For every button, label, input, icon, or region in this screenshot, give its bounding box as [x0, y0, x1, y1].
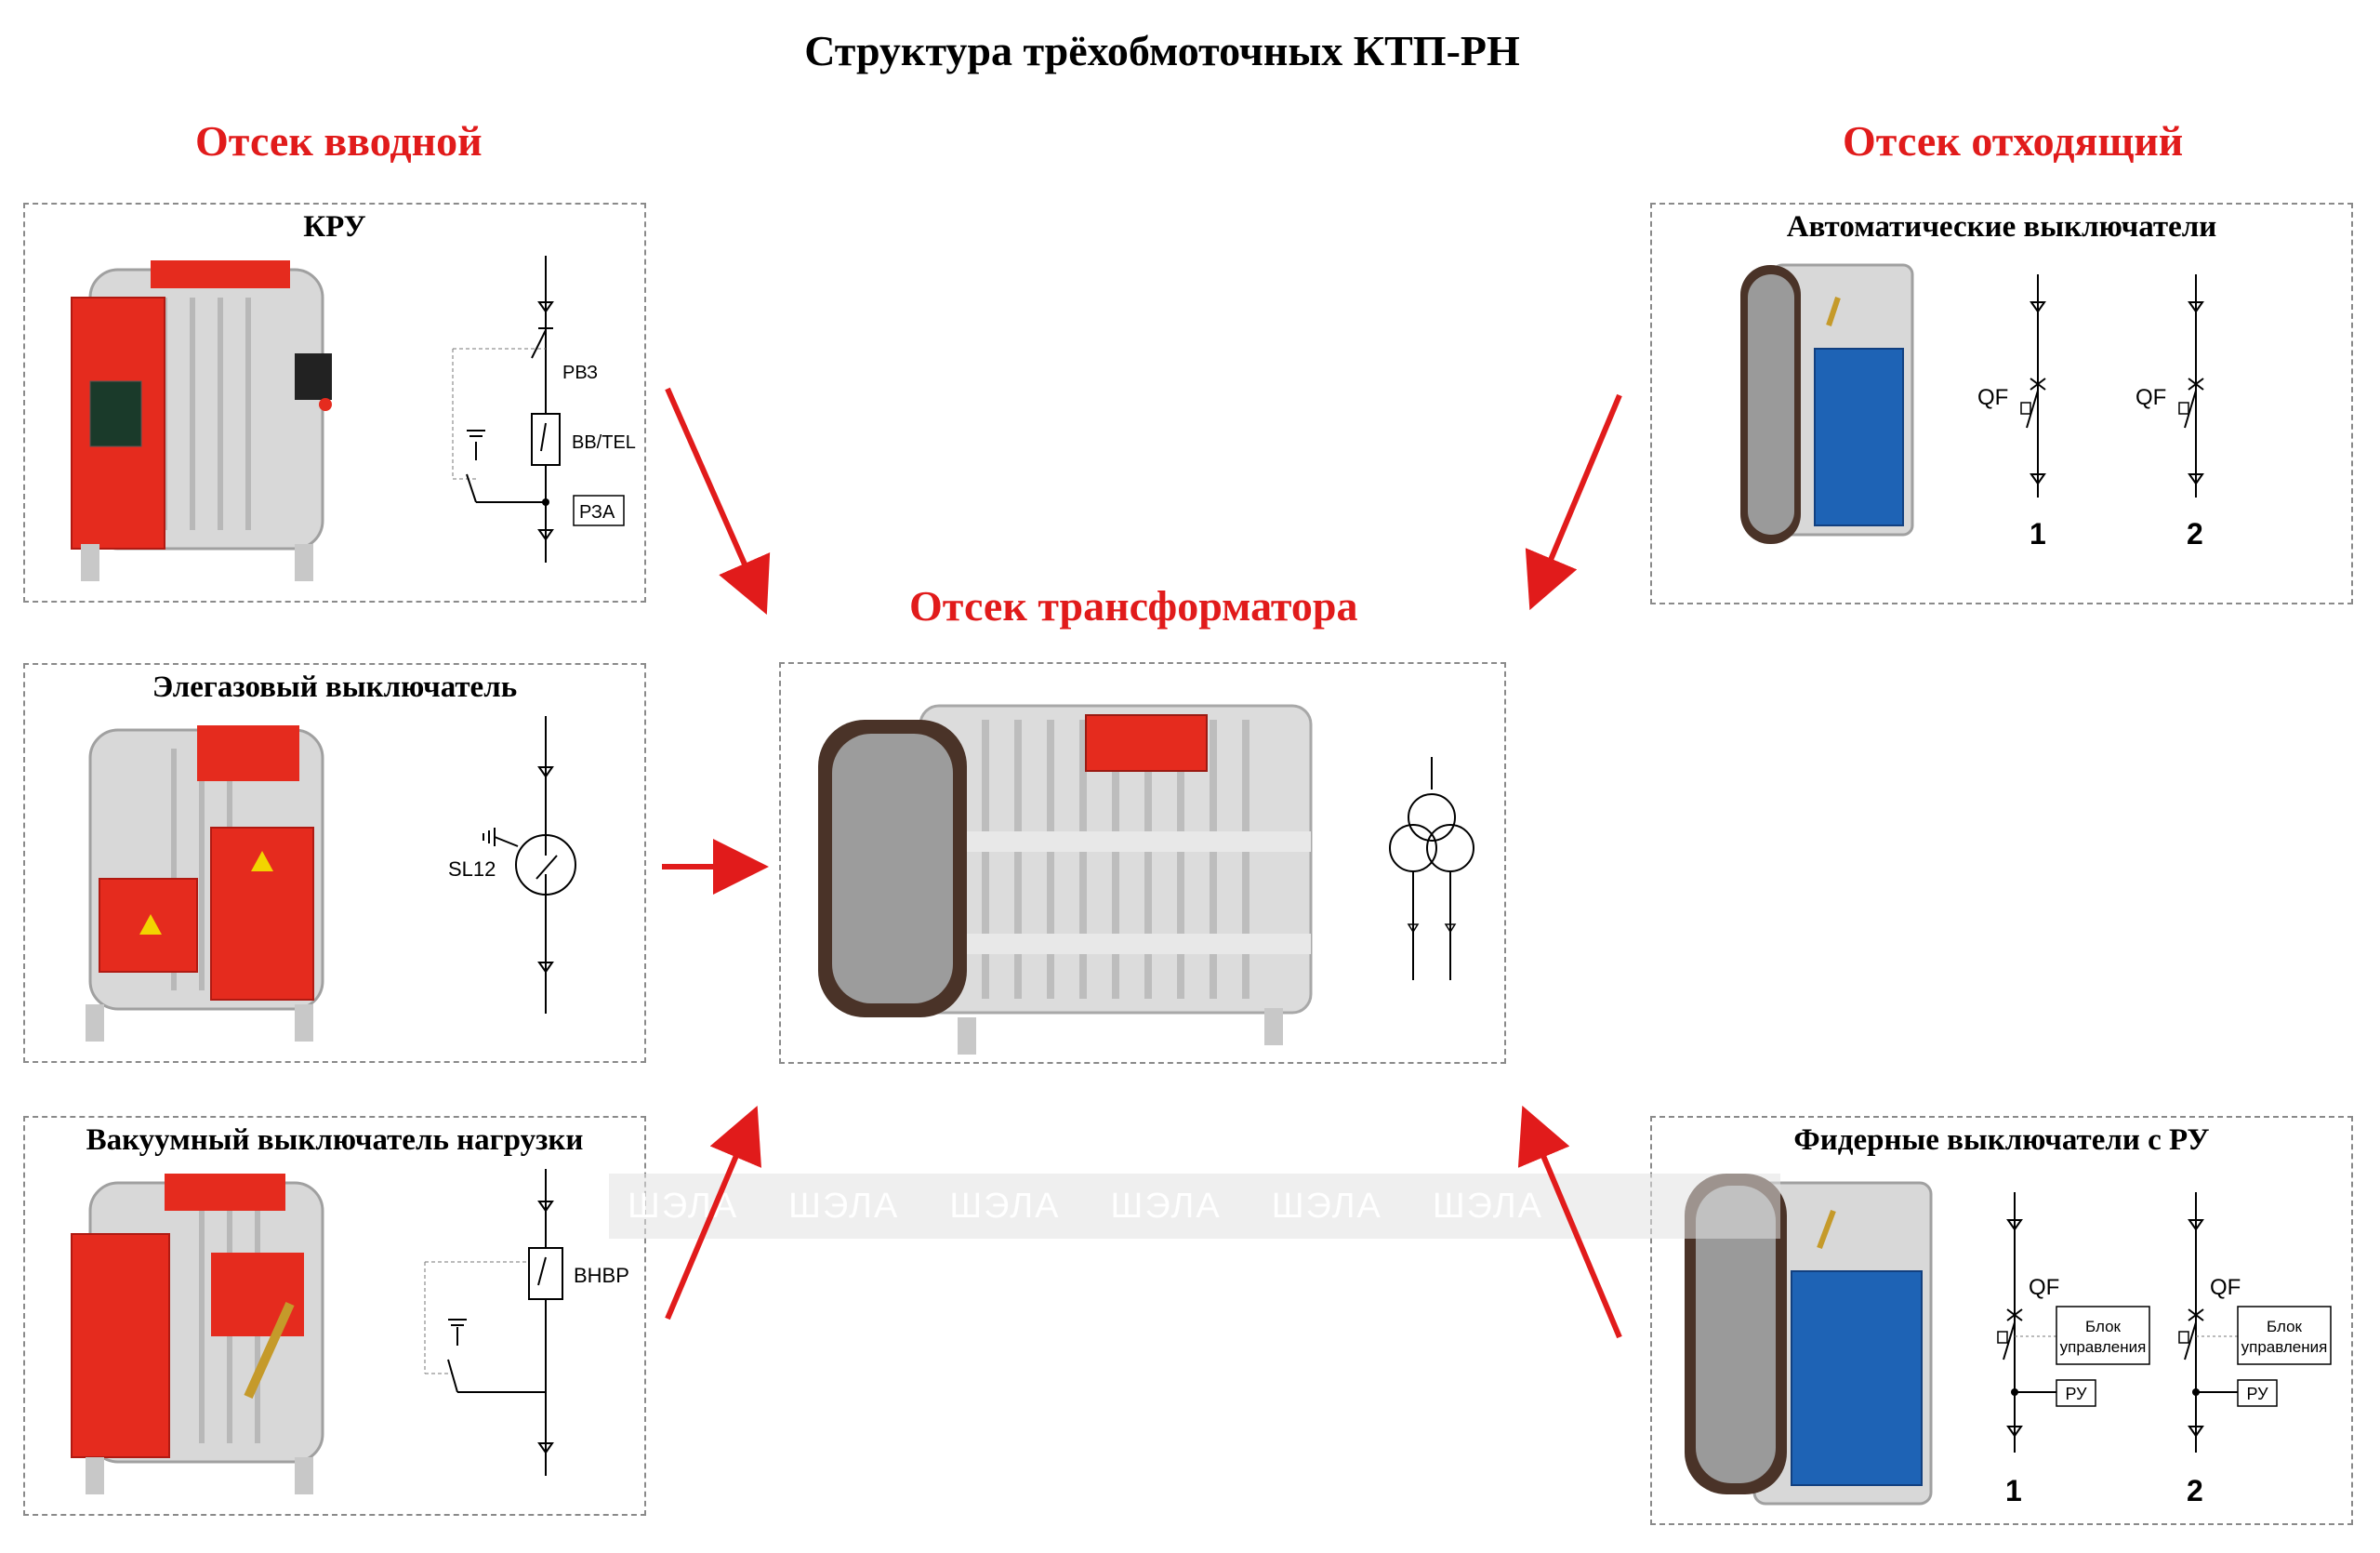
page-title: Структура трёхобмоточных КТП-РН	[804, 27, 1520, 74]
vacuum-schematic: ВНВР	[424, 1169, 629, 1476]
feeder-cabinet-photo	[1685, 1174, 1933, 1506]
watermark-text: ШЭЛА	[949, 1186, 1061, 1226]
watermark-text: ШЭЛА	[1432, 1186, 1544, 1226]
arrow-vacuum-to-transformer	[665, 1105, 761, 1321]
sf6-cabinet-photo	[86, 725, 324, 1042]
kru-label-rza: РЗА	[579, 502, 615, 523]
kru-label-vv: ВВ/TEL	[572, 432, 636, 453]
auto-label-2: 2	[2187, 517, 2203, 551]
feeder-title: Фидерные выключатели с РУ	[1793, 1123, 2210, 1157]
feeder-label-2: 2	[2187, 1474, 2203, 1507]
section-output-label: Отсек отходящий	[1843, 117, 2184, 165]
kru-label-rvz: РВЗ	[562, 363, 598, 383]
feeder-schematic: QF QF Блок управления Блок управления РУ…	[1997, 1192, 2332, 1507]
sf6-box: Элегазовый выключатель SL12	[23, 663, 646, 1063]
watermark-text: ШЭЛА	[1271, 1186, 1382, 1226]
auto-title: Автоматические выключатели	[1786, 210, 2217, 244]
feeder-ru-2: РУ	[2246, 1385, 2268, 1403]
auto-label-qf1: QF	[1977, 385, 2008, 410]
transformer-box	[779, 662, 1506, 1064]
watermark-text: ШЭЛА	[788, 1186, 900, 1226]
vacuum-title: Вакуумный выключатель нагрузки	[86, 1123, 584, 1157]
vacuum-cabinet-photo	[71, 1174, 324, 1494]
arrow-feeder-to-transformer	[1517, 1105, 1622, 1339]
auto-label-1: 1	[2030, 517, 2046, 551]
feeder-label-qf2: QF	[2210, 1275, 2241, 1300]
transformer-photo	[818, 704, 1313, 1055]
section-input-label: Отсек вводной	[195, 117, 483, 165]
feeder-control-1b: управления	[2060, 1338, 2147, 1356]
section-transformer-label: Отсек трансформатора	[909, 582, 1358, 630]
kru-cabinet-photo	[71, 260, 332, 581]
feeder-label-qf1: QF	[2029, 1275, 2059, 1300]
sf6-label-sl12: SL12	[448, 857, 496, 881]
arrow-auto-to-transformer	[1525, 393, 1622, 611]
feeder-control-2b: управления	[2241, 1338, 2328, 1356]
kru-box: КРУ РВЗ ВВ/TEL РЗА	[23, 203, 646, 603]
vacuum-label-vnvr: ВНВР	[574, 1264, 629, 1287]
feeder-box: Фидерные выключатели с РУ QF QF Блок упр	[1650, 1116, 2353, 1525]
sf6-schematic: SL12	[448, 716, 576, 1014]
sf6-title: Элегазовый выключатель	[152, 670, 518, 704]
auto-schematic: QF QF 1 2	[1977, 274, 2204, 551]
kru-schematic: РВЗ ВВ/TEL РЗА	[452, 256, 636, 563]
auto-cabinet-photo	[1740, 263, 1914, 544]
transformer-schematic	[1389, 757, 1474, 980]
watermark-text: ШЭЛА	[1110, 1186, 1222, 1226]
auto-label-qf2: QF	[2135, 385, 2166, 410]
feeder-label-1: 1	[2005, 1474, 2022, 1507]
arrow-kru-to-transformer	[665, 387, 771, 615]
kru-title: КРУ	[303, 210, 366, 244]
watermark-strip: ШЭЛА ШЭЛА ШЭЛА ШЭЛА ШЭЛА ШЭЛА	[609, 1174, 1780, 1239]
feeder-control-1a: Блок	[2085, 1318, 2122, 1335]
vacuum-box: Вакуумный выключатель нагрузки ВНВР	[23, 1116, 646, 1516]
feeder-control-2a: Блок	[2267, 1318, 2303, 1335]
feeder-ru-1: РУ	[2065, 1385, 2087, 1403]
auto-box: Автоматические выключатели QF QF 1 2	[1650, 203, 2353, 604]
